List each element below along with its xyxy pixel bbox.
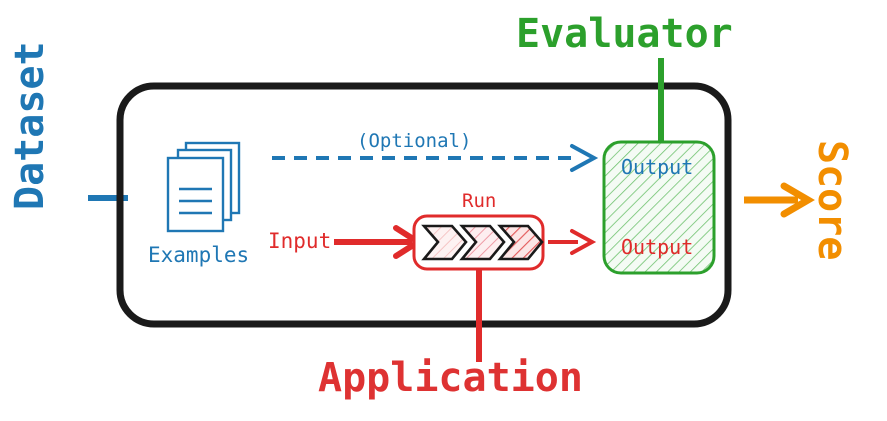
evaluator-output-box-rect [602, 140, 716, 275]
red-run-output-arrow [548, 229, 597, 255]
orange-arrow-right [744, 182, 815, 218]
red-input-arrow [334, 225, 424, 259]
input-label: Input [268, 229, 332, 253]
optional-label: (Optional) [357, 130, 472, 152]
examples-label: Examples [148, 243, 250, 267]
run-label: Run [462, 190, 497, 212]
outer-container-rect [116, 82, 732, 328]
evaluator-label: Evaluator [516, 11, 733, 57]
score-label: Score [809, 140, 855, 261]
dataset-label: Dataset [7, 41, 53, 210]
document-stack-icon [166, 141, 241, 233]
application-label: Application [318, 355, 583, 401]
output-reference-label: Output [621, 155, 694, 179]
output-prediction-label: Output [621, 235, 694, 259]
blue-dashed-arrow-right [272, 144, 599, 172]
chevron-pipeline-icon [421, 224, 544, 261]
